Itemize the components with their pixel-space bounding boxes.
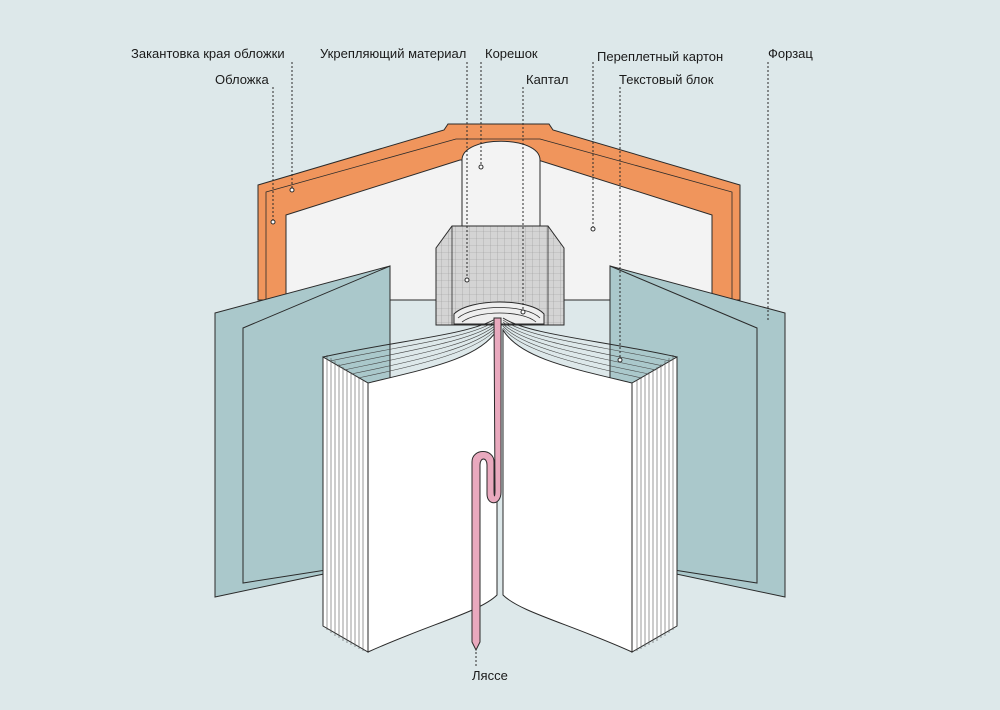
label-endpaper: Форзац [768, 46, 813, 61]
page-right [502, 328, 633, 653]
label-cover: Обложка [215, 72, 269, 87]
text-block-left [322, 317, 498, 653]
label-binding-board: Переплетный картон [597, 49, 724, 64]
leader-dots [270, 164, 623, 363]
leader-lines [272, 62, 769, 668]
label-text-block: Текстовый блок [619, 72, 714, 87]
label-reinforcing-material: Укрепляющий материал [320, 46, 467, 61]
label-ribbon-marker: Ляссе [472, 668, 508, 683]
label-edge-binding: Закантовка края обложки [131, 46, 285, 61]
label-spine: Корешок [485, 46, 538, 61]
ribbon-marker [471, 317, 502, 652]
spine [461, 140, 541, 227]
text-block-right [502, 317, 678, 653]
label-headband: Каптал [526, 72, 569, 87]
